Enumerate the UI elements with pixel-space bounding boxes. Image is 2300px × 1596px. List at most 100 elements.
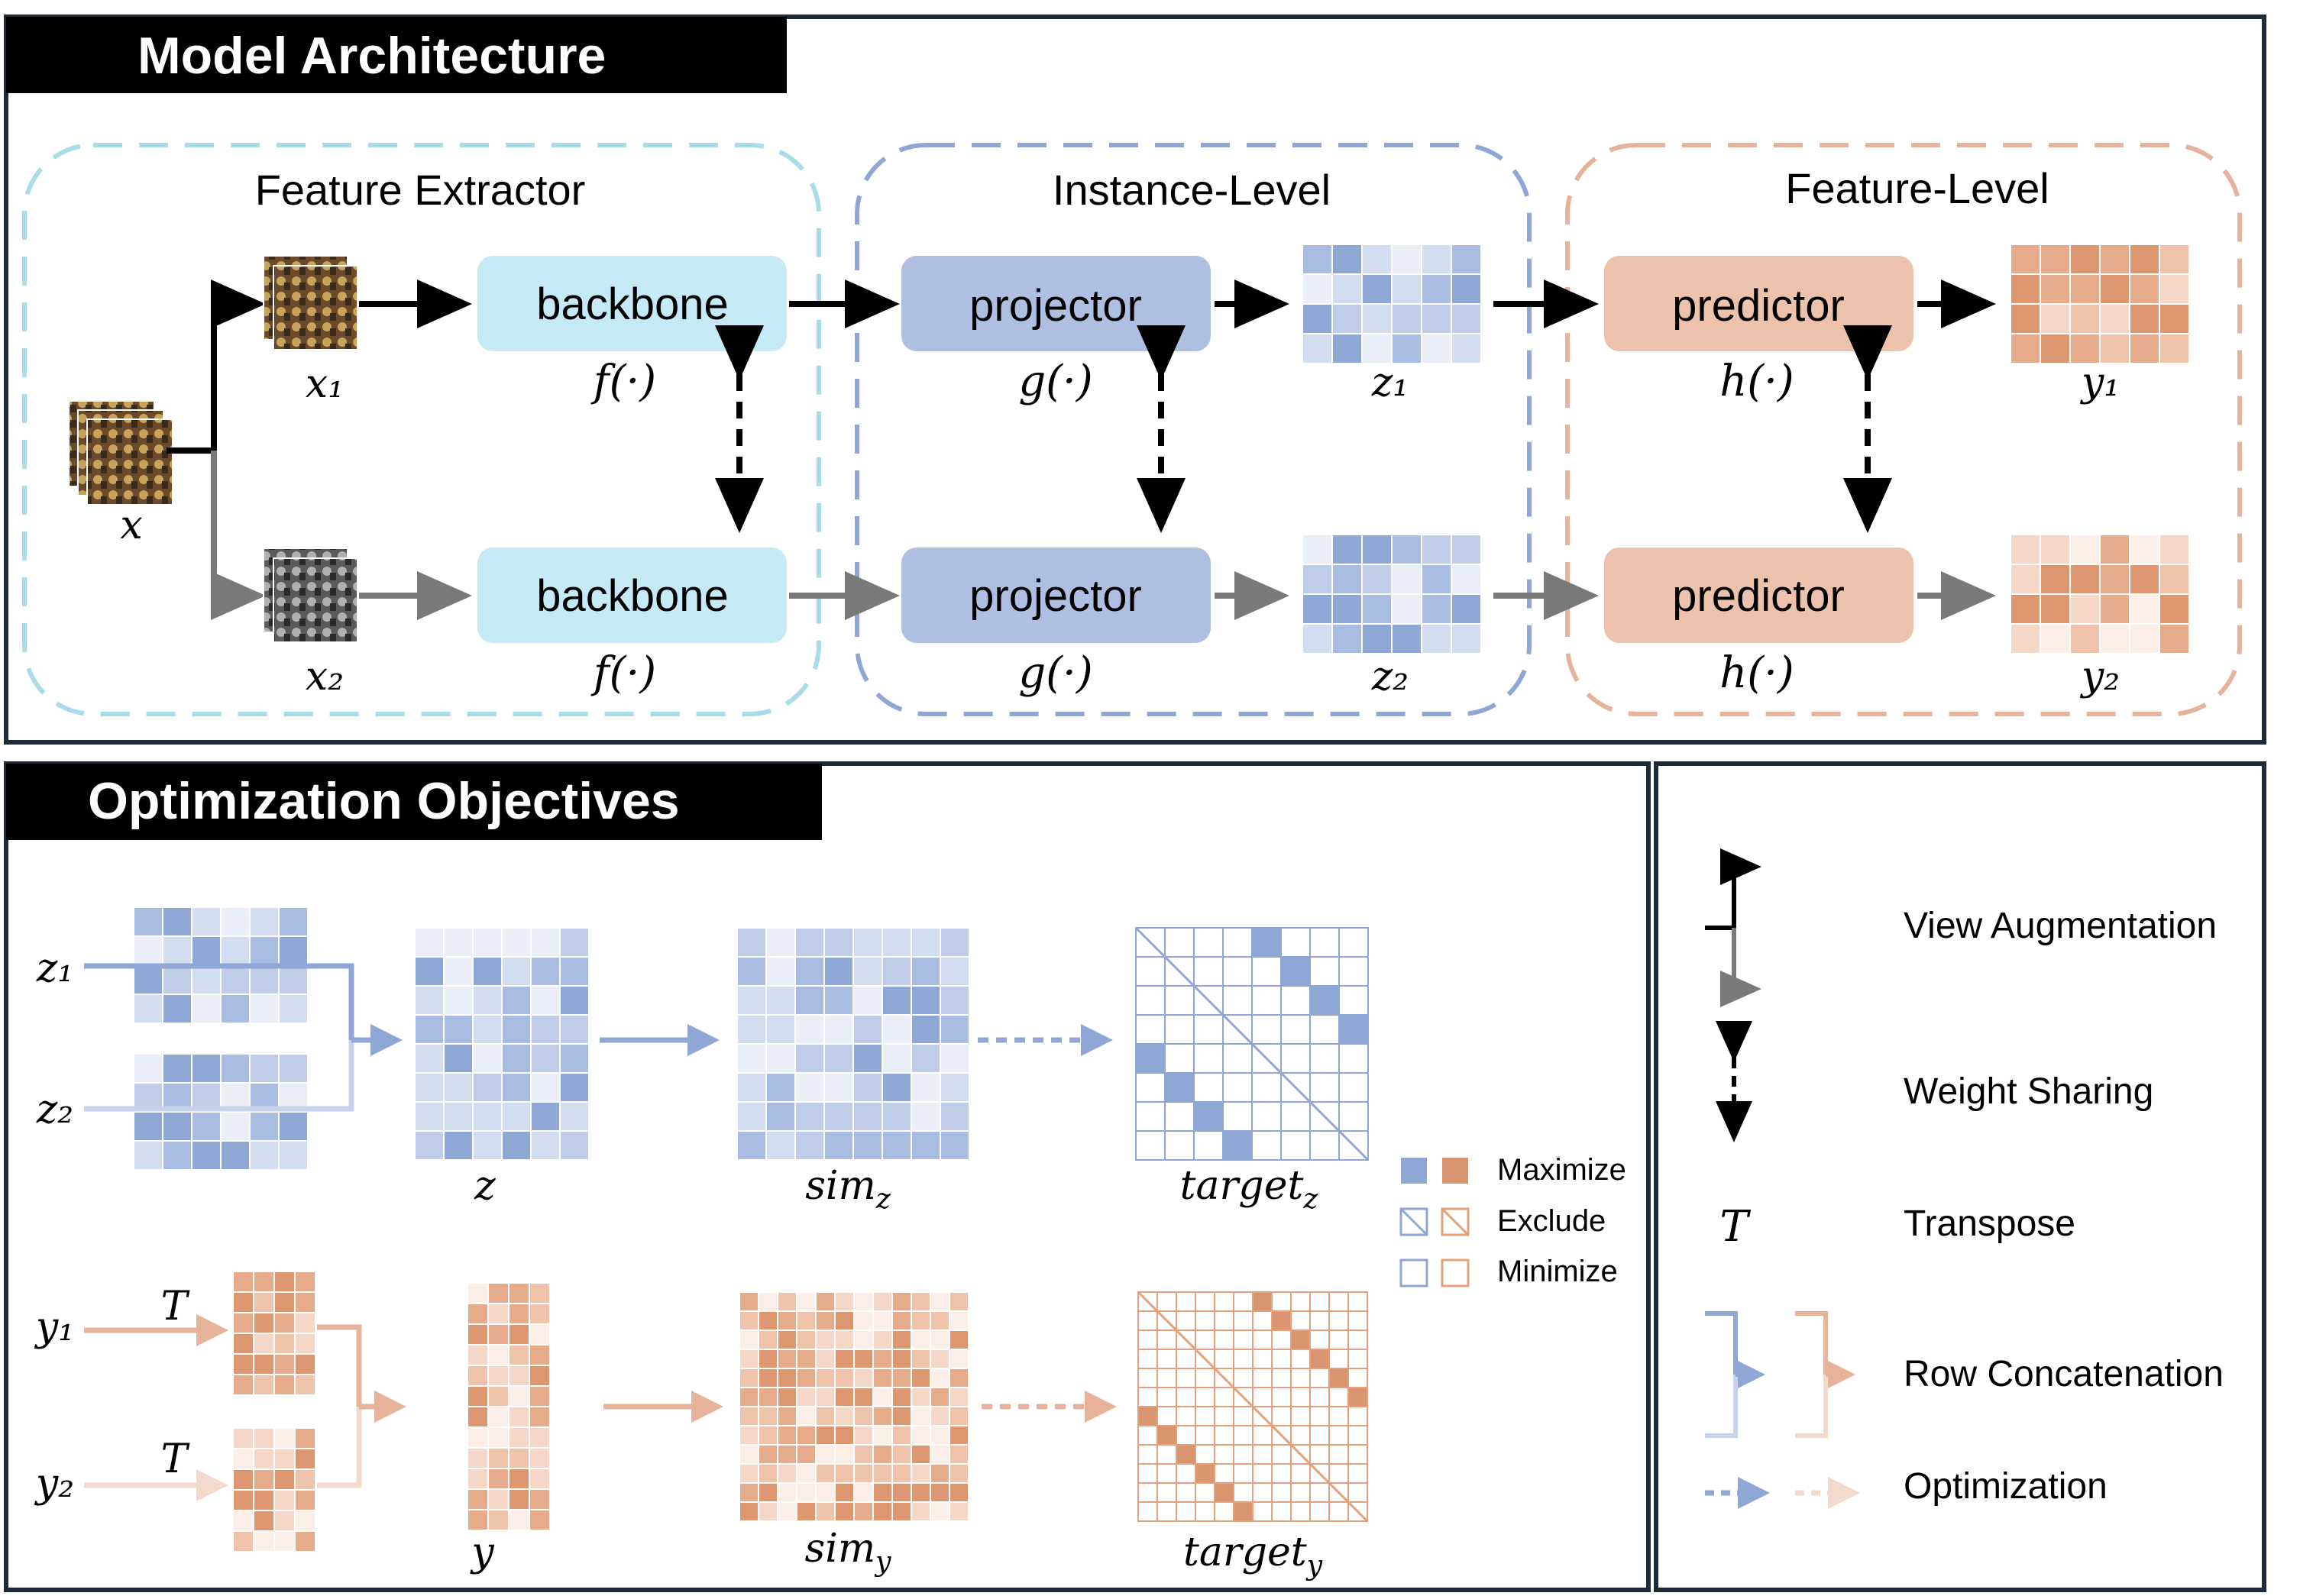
matrix-cell xyxy=(133,906,163,937)
target-cell xyxy=(1309,1291,1330,1312)
targety-sub: y xyxy=(1305,1550,1323,1581)
matrix-cell xyxy=(930,1329,950,1350)
target-cell xyxy=(1271,1310,1292,1331)
matrix-cell xyxy=(220,1111,251,1142)
target-cell xyxy=(1214,1463,1234,1484)
matrix-cell xyxy=(930,1406,950,1426)
matrix-cell xyxy=(891,1291,912,1312)
matrix-cell xyxy=(765,985,796,1016)
matrix-cell xyxy=(253,1468,275,1491)
matrix-cell xyxy=(530,1130,561,1161)
matrix-cell xyxy=(872,1406,893,1426)
legend-maximize: Maximize xyxy=(1401,1153,1626,1187)
matrix-cell xyxy=(777,1329,797,1350)
matrix-cell xyxy=(815,1482,836,1503)
targetz-label: targetz xyxy=(1180,1163,1319,1215)
matrix-cell xyxy=(815,1387,836,1407)
target-cell xyxy=(1252,1349,1273,1369)
matrix-cell xyxy=(796,1291,817,1312)
target-cell xyxy=(1137,1349,1158,1369)
target-cell xyxy=(1309,1014,1340,1045)
target-cell xyxy=(1252,1463,1273,1484)
matrix-cell xyxy=(853,1444,874,1465)
matrix-cell xyxy=(796,1368,817,1388)
matrix-cell xyxy=(1331,593,1363,625)
matrix-cell xyxy=(930,1425,950,1446)
target-cell xyxy=(1309,1387,1330,1407)
target-cell xyxy=(1271,1387,1292,1407)
matrix-cell xyxy=(882,1101,912,1132)
matrix-cell xyxy=(253,1333,275,1355)
matrix-cell xyxy=(501,1101,532,1132)
legend-minimize-label: Minimize xyxy=(1497,1255,1618,1288)
matrix-cell xyxy=(758,1406,778,1426)
matrix-cell xyxy=(1302,534,1333,565)
matrix-cell xyxy=(940,1043,970,1074)
matrix-cell xyxy=(220,906,251,937)
obj-z2-matrix xyxy=(133,1053,309,1171)
matrix-cell xyxy=(501,1043,532,1074)
matrix-cell xyxy=(758,1501,778,1522)
matrix-cell xyxy=(294,1468,316,1491)
target-cell xyxy=(1195,1329,1215,1350)
target-cell xyxy=(1280,1101,1311,1132)
matrix-cell xyxy=(487,1468,509,1490)
objectives-header xyxy=(6,764,822,840)
matrix-cell xyxy=(2099,534,2130,565)
matrix-cell xyxy=(852,927,883,958)
matrix-cell xyxy=(1421,244,1452,275)
matrix-cell xyxy=(794,1101,825,1132)
matrix-cell xyxy=(949,1349,969,1369)
target-cell xyxy=(1176,1310,1196,1331)
matrix-cell xyxy=(872,1501,893,1522)
matrix-cell xyxy=(2069,534,2101,565)
target-cell xyxy=(1214,1425,1234,1446)
matrix-cell xyxy=(796,1329,817,1350)
matrix-cell xyxy=(736,985,767,1016)
exclude-diagonal xyxy=(1134,926,1370,1161)
key-view-augmentation-icon xyxy=(1705,848,1761,1007)
target-cell xyxy=(1156,1482,1177,1503)
matrix-cell xyxy=(220,1140,251,1171)
target-cell xyxy=(1271,1329,1292,1350)
matrix-cell xyxy=(559,1043,590,1074)
matrix-cell xyxy=(2129,623,2160,654)
matrix-cell xyxy=(559,1101,590,1132)
matrix-cell xyxy=(834,1482,855,1503)
matrix-cell xyxy=(2040,244,2071,275)
target-cell xyxy=(1328,1329,1349,1350)
target-cell xyxy=(1193,1043,1224,1074)
matrix-cell xyxy=(2129,273,2160,305)
matrix-cell xyxy=(823,1072,854,1103)
matrix-cell xyxy=(2040,593,2071,625)
concat-z1-line xyxy=(84,963,354,1040)
matrix-cell xyxy=(191,1053,222,1084)
matrix-cell xyxy=(853,1349,874,1369)
matrix-cell xyxy=(443,1014,474,1045)
matrix-cell xyxy=(1302,273,1333,305)
matrix-cell xyxy=(2010,564,2041,595)
matrix-cell xyxy=(2040,564,2071,595)
matrix-cell xyxy=(414,927,445,958)
matrix-cell xyxy=(949,1463,969,1484)
matrix-cell xyxy=(777,1444,797,1465)
matrix-cell xyxy=(530,1072,561,1103)
matrix-cell xyxy=(1391,623,1422,654)
matrix-cell xyxy=(911,1387,931,1407)
matrix-cell xyxy=(472,956,503,987)
target-cell xyxy=(1222,1043,1253,1074)
target-cell xyxy=(1309,1501,1330,1522)
matrix-cell xyxy=(191,1140,222,1171)
target-cell xyxy=(1233,1310,1254,1331)
matrix-cell xyxy=(472,1043,503,1074)
target-cell xyxy=(1195,1482,1215,1503)
target-cell xyxy=(1164,1014,1195,1045)
matrix-cell xyxy=(508,1323,530,1346)
matrix-cell xyxy=(796,1406,817,1426)
matrix-cell xyxy=(891,1463,912,1484)
target-cell xyxy=(1309,1072,1340,1103)
matrix-cell xyxy=(529,1406,551,1428)
target-cell xyxy=(1164,927,1195,958)
obj-t2-label: T xyxy=(161,1436,190,1482)
matrix-cell xyxy=(758,1368,778,1388)
